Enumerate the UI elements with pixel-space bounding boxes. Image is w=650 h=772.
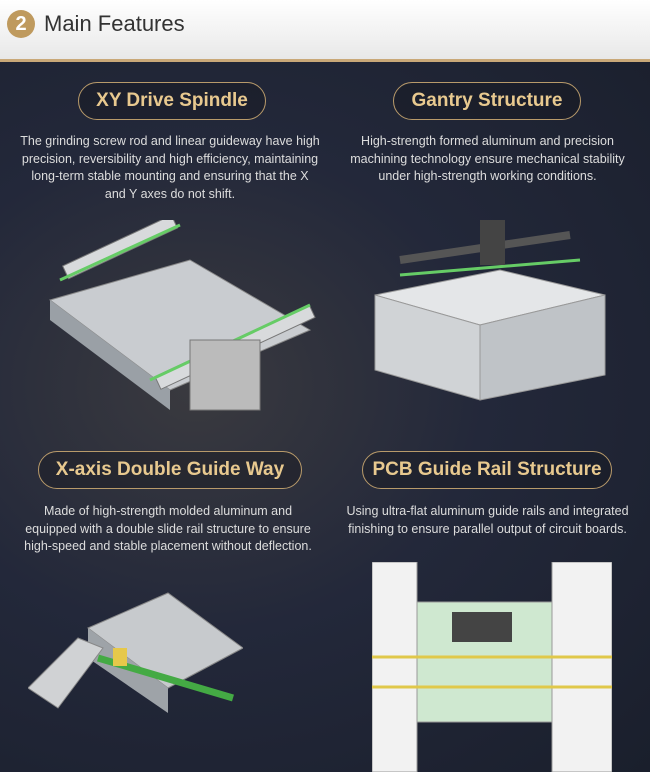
feature-desc-x-axis-guide: Made of high-strength molded aluminum an… (24, 504, 312, 553)
feature-title-x-axis-guide: X-axis Double Guide Way (38, 451, 302, 489)
feature-title-gantry: Gantry Structure (393, 82, 581, 120)
section-header: 2 Main Features (0, 0, 650, 62)
section-number-badge: 2 (7, 10, 35, 38)
feature-desc-pcb-guide-rail: Using ultra-flat aluminum guide rails an… (346, 504, 629, 536)
feature-title-xy-drive: XY Drive Spindle (78, 82, 266, 120)
feature-title-pcb-guide-rail: PCB Guide Rail Structure (362, 451, 612, 489)
xy-drive-spindle-image (48, 220, 316, 411)
section-title: Main Features (44, 11, 185, 36)
gantry-structure-image (374, 220, 606, 401)
pcb-guide-rail-image (372, 562, 612, 772)
x-axis-guide-way-image (28, 592, 243, 713)
feature-desc-xy-drive: The grinding screw rod and linear guidew… (20, 134, 320, 201)
feature-desc-gantry: High-strength formed aluminum and precis… (350, 134, 625, 183)
